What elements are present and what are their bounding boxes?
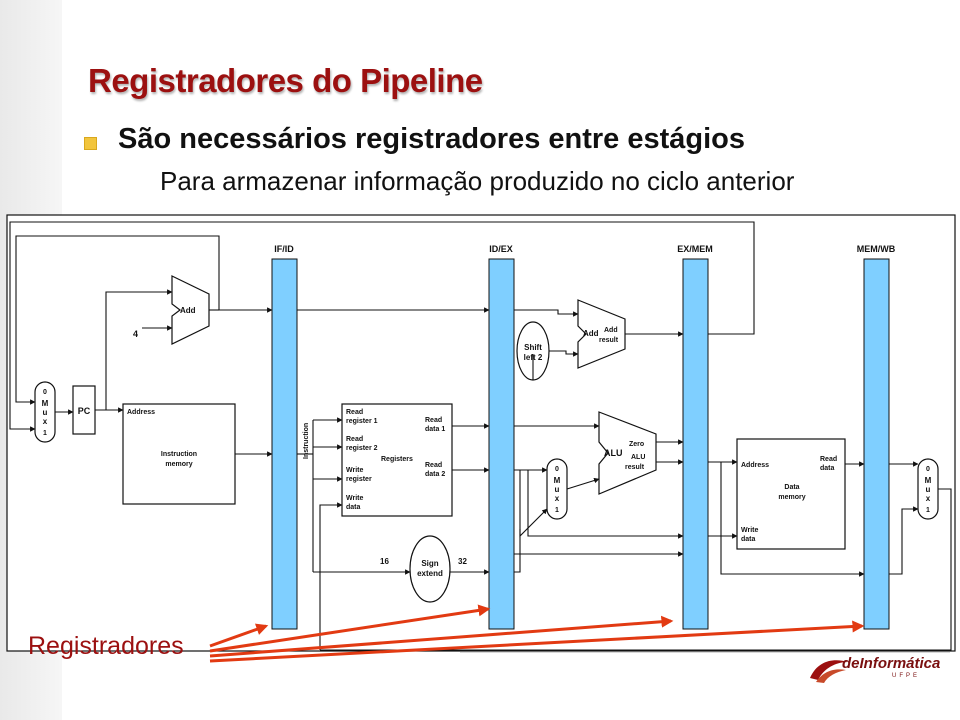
svg-text:Instruction: Instruction: [161, 451, 197, 458]
mux-wb: 0 M u x 1: [917, 458, 939, 520]
svg-text:register 1: register 1: [346, 418, 378, 425]
svg-text:Address: Address: [127, 409, 155, 416]
bullet-text: São necessários registradores entre está…: [118, 123, 746, 155]
constant-four-label: 4: [133, 329, 138, 339]
register-id-ex-label: ID/EX: [489, 244, 513, 254]
slide-title: Registradores do Pipeline: [88, 62, 483, 99]
mux-alu: 0 M u x 1: [546, 458, 568, 520]
svg-text:Zero: Zero: [629, 441, 644, 448]
svg-text:Read: Read: [820, 456, 837, 463]
svg-text:Address: Address: [741, 462, 769, 469]
svg-text:1: 1: [926, 507, 930, 514]
mux-pc: 0 M u x 1: [34, 381, 56, 443]
svg-text:1: 1: [43, 430, 47, 437]
svg-text:memory: memory: [165, 461, 192, 468]
svg-text:data 1: data 1: [425, 426, 445, 433]
svg-text:Write: Write: [346, 467, 363, 474]
svg-text:M: M: [42, 399, 49, 408]
bullet-square-icon: [84, 137, 97, 150]
sub-bullet-text: Para armazenar informação produzido no c…: [160, 166, 795, 196]
institution-logo: deInformática UFPE: [808, 652, 948, 686]
svg-text:x: x: [555, 494, 560, 503]
svg-text:x: x: [43, 417, 48, 426]
bus-width-32: 32: [458, 557, 467, 566]
svg-text:register: register: [346, 476, 372, 483]
if-adder-label: Add: [180, 306, 196, 315]
svg-text:Read: Read: [425, 417, 442, 424]
svg-text:Add: Add: [583, 329, 599, 338]
register-if-id-label: IF/ID: [274, 244, 294, 254]
data-memory: Address Read data Data memory Write data: [736, 438, 846, 550]
pipeline-datapath-diagram: IF/ID ID/EX EX/MEM MEM/WB Add 4 0 M u x …: [6, 214, 956, 652]
svg-text:0: 0: [43, 389, 47, 396]
register-if-id: IF/ID: [271, 244, 298, 630]
logo-sub: UFPE: [892, 673, 921, 679]
svg-text:x: x: [926, 494, 931, 503]
register-file: Read register 1 Read register 2 Write re…: [341, 403, 453, 517]
svg-text:u: u: [926, 485, 931, 494]
svg-text:PC: PC: [78, 406, 91, 416]
register-id-ex: ID/EX: [488, 244, 515, 630]
svg-text:ALU: ALU: [604, 448, 623, 458]
svg-text:result: result: [599, 337, 619, 344]
svg-text:memory: memory: [778, 494, 805, 501]
svg-text:Read: Read: [346, 436, 363, 443]
svg-text:result: result: [625, 464, 645, 471]
sign-extend: Sign extend: [409, 535, 451, 603]
logo-name: deInformática: [842, 655, 941, 672]
svg-text:data 2: data 2: [425, 471, 445, 478]
svg-text:M: M: [925, 476, 932, 485]
register-ex-mem-label: EX/MEM: [677, 244, 713, 254]
svg-text:Add: Add: [604, 327, 618, 334]
svg-text:ALU: ALU: [631, 454, 645, 461]
alu: ALU Zero ALU result: [598, 411, 657, 495]
register-mem-wb-label: MEM/WB: [857, 244, 896, 254]
svg-text:Write: Write: [346, 495, 363, 502]
instruction-label: Instruction: [303, 423, 310, 459]
svg-text:Shift: Shift: [524, 343, 542, 352]
pc-register: PC: [72, 385, 96, 435]
svg-text:data: data: [741, 536, 756, 543]
svg-text:register 2: register 2: [346, 445, 378, 452]
footer-divider: [460, 652, 950, 653]
svg-text:Write: Write: [741, 527, 758, 534]
svg-text:u: u: [555, 485, 560, 494]
svg-text:data: data: [346, 504, 361, 511]
logo-swoosh-icon: [810, 660, 848, 683]
svg-text:data: data: [820, 465, 835, 472]
svg-text:Data: Data: [784, 484, 799, 491]
svg-text:0: 0: [926, 466, 930, 473]
register-ex-mem: EX/MEM: [677, 244, 713, 630]
svg-text:Sign: Sign: [421, 559, 438, 568]
register-mem-wb: MEM/WB: [857, 244, 896, 630]
svg-text:u: u: [43, 408, 48, 417]
svg-text:extend: extend: [417, 569, 443, 578]
svg-text:1: 1: [555, 507, 559, 514]
svg-text:0: 0: [555, 466, 559, 473]
svg-text:Registers: Registers: [381, 456, 413, 463]
registers-callout-label: Registradores: [28, 632, 184, 660]
instruction-memory: Address Instruction memory: [122, 403, 236, 505]
svg-text:M: M: [554, 476, 561, 485]
svg-text:Read: Read: [346, 409, 363, 416]
svg-text:Read: Read: [425, 462, 442, 469]
bus-width-16: 16: [380, 557, 389, 566]
